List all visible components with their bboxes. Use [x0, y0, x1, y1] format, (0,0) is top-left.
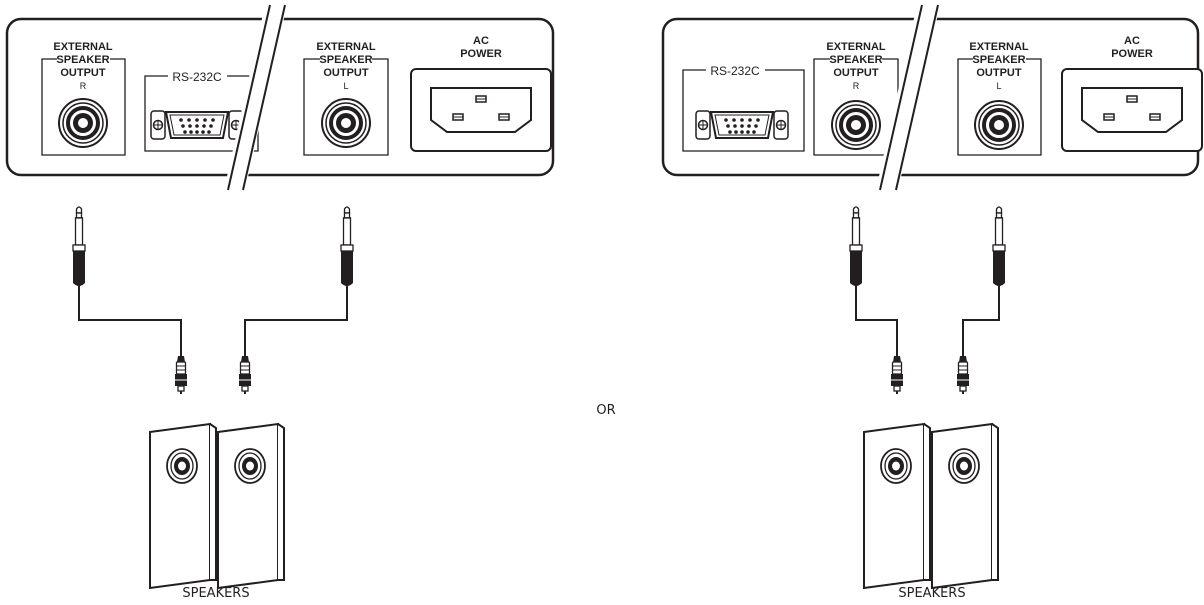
panel-break-marks [876, 4, 940, 191]
panel-break-marks [224, 4, 287, 191]
power-inlet-icon[interactable] [1061, 68, 1203, 152]
channel-label-r: R [80, 81, 87, 91]
speaker-cables [72, 206, 354, 395]
diagram-left: EXTERNAL SPEAKER OUTPUT R RS-232C EXTERN… [5, 4, 555, 601]
phone-plug-icon [992, 206, 1006, 292]
external-speaker-output-l: EXTERNAL SPEAKER OUTPUT L [957, 41, 1042, 156]
port-label-line3: OUTPUT [833, 67, 879, 79]
port-outline [813, 58, 899, 156]
speaker-cables [849, 206, 1006, 395]
port-outline [41, 58, 126, 156]
power-inlet-icon[interactable] [410, 68, 552, 152]
rca-plug-icon [956, 355, 970, 395]
speakers-label: SPEAKERS [898, 586, 965, 601]
external-speaker-output-l: EXTERNAL SPEAKER OUTPUT L [303, 41, 389, 156]
phone-plug-icon [849, 206, 863, 292]
rs232c-label: RS-232C [710, 64, 760, 78]
jack-socket-icon[interactable] [57, 97, 109, 149]
port-label-line2: SPEAKER [972, 54, 1025, 66]
port-label-line1: EXTERNAL [53, 41, 113, 53]
external-speaker-output-r: EXTERNAL SPEAKER OUTPUT R [41, 41, 126, 156]
db15-connector-icon[interactable] [150, 110, 244, 140]
db15-connector-icon[interactable] [695, 110, 789, 140]
port-label-line1: EXTERNAL [969, 41, 1029, 53]
port-outline [957, 58, 1042, 156]
port-label-line3: OUTPUT [323, 67, 369, 79]
jack-socket-icon[interactable] [973, 99, 1025, 151]
port-outline [303, 58, 389, 156]
channel-label-l: L [343, 81, 348, 91]
ac-label-line2: POWER [1111, 48, 1153, 60]
speakers-label: SPEAKERS [182, 586, 249, 601]
port-label-line1: EXTERNAL [826, 41, 886, 53]
port-label-line2: SPEAKER [829, 54, 882, 66]
ac-label-line1: AC [473, 35, 489, 47]
ac-label-line2: POWER [460, 48, 502, 60]
port-label-line3: OUTPUT [60, 67, 106, 79]
port-label-line1: EXTERNAL [316, 41, 376, 53]
channel-label-r: R [853, 81, 860, 91]
port-label-line2: SPEAKER [319, 54, 372, 66]
speakers-icon [149, 423, 285, 589]
rs232c-port: RS-232C [682, 64, 805, 152]
rca-plug-icon [238, 355, 252, 395]
port-label-line3: OUTPUT [976, 67, 1022, 79]
jack-socket-icon[interactable] [830, 99, 882, 151]
phone-plug-icon [340, 206, 354, 292]
channel-label-l: L [996, 81, 1001, 91]
jack-socket-icon[interactable] [320, 97, 372, 149]
rca-plug-icon [890, 355, 904, 395]
port-outline [682, 69, 805, 152]
ac-power-inlet: AC POWER [410, 35, 552, 152]
rs232c-label: RS-232C [172, 70, 222, 84]
diagram-right: RS-232C EXTERNAL SPEAKER OUTPUT R EXTERN… [661, 4, 1203, 601]
external-speaker-output-r: EXTERNAL SPEAKER OUTPUT R [813, 41, 899, 156]
phone-plug-icon [72, 206, 86, 292]
port-label-line2: SPEAKER [56, 54, 109, 66]
ac-label-line1: AC [1124, 35, 1140, 47]
rca-plug-icon [174, 355, 188, 395]
or-separator: OR [596, 403, 615, 418]
ac-power-inlet: AC POWER [1061, 35, 1203, 152]
speakers-icon [863, 423, 999, 589]
